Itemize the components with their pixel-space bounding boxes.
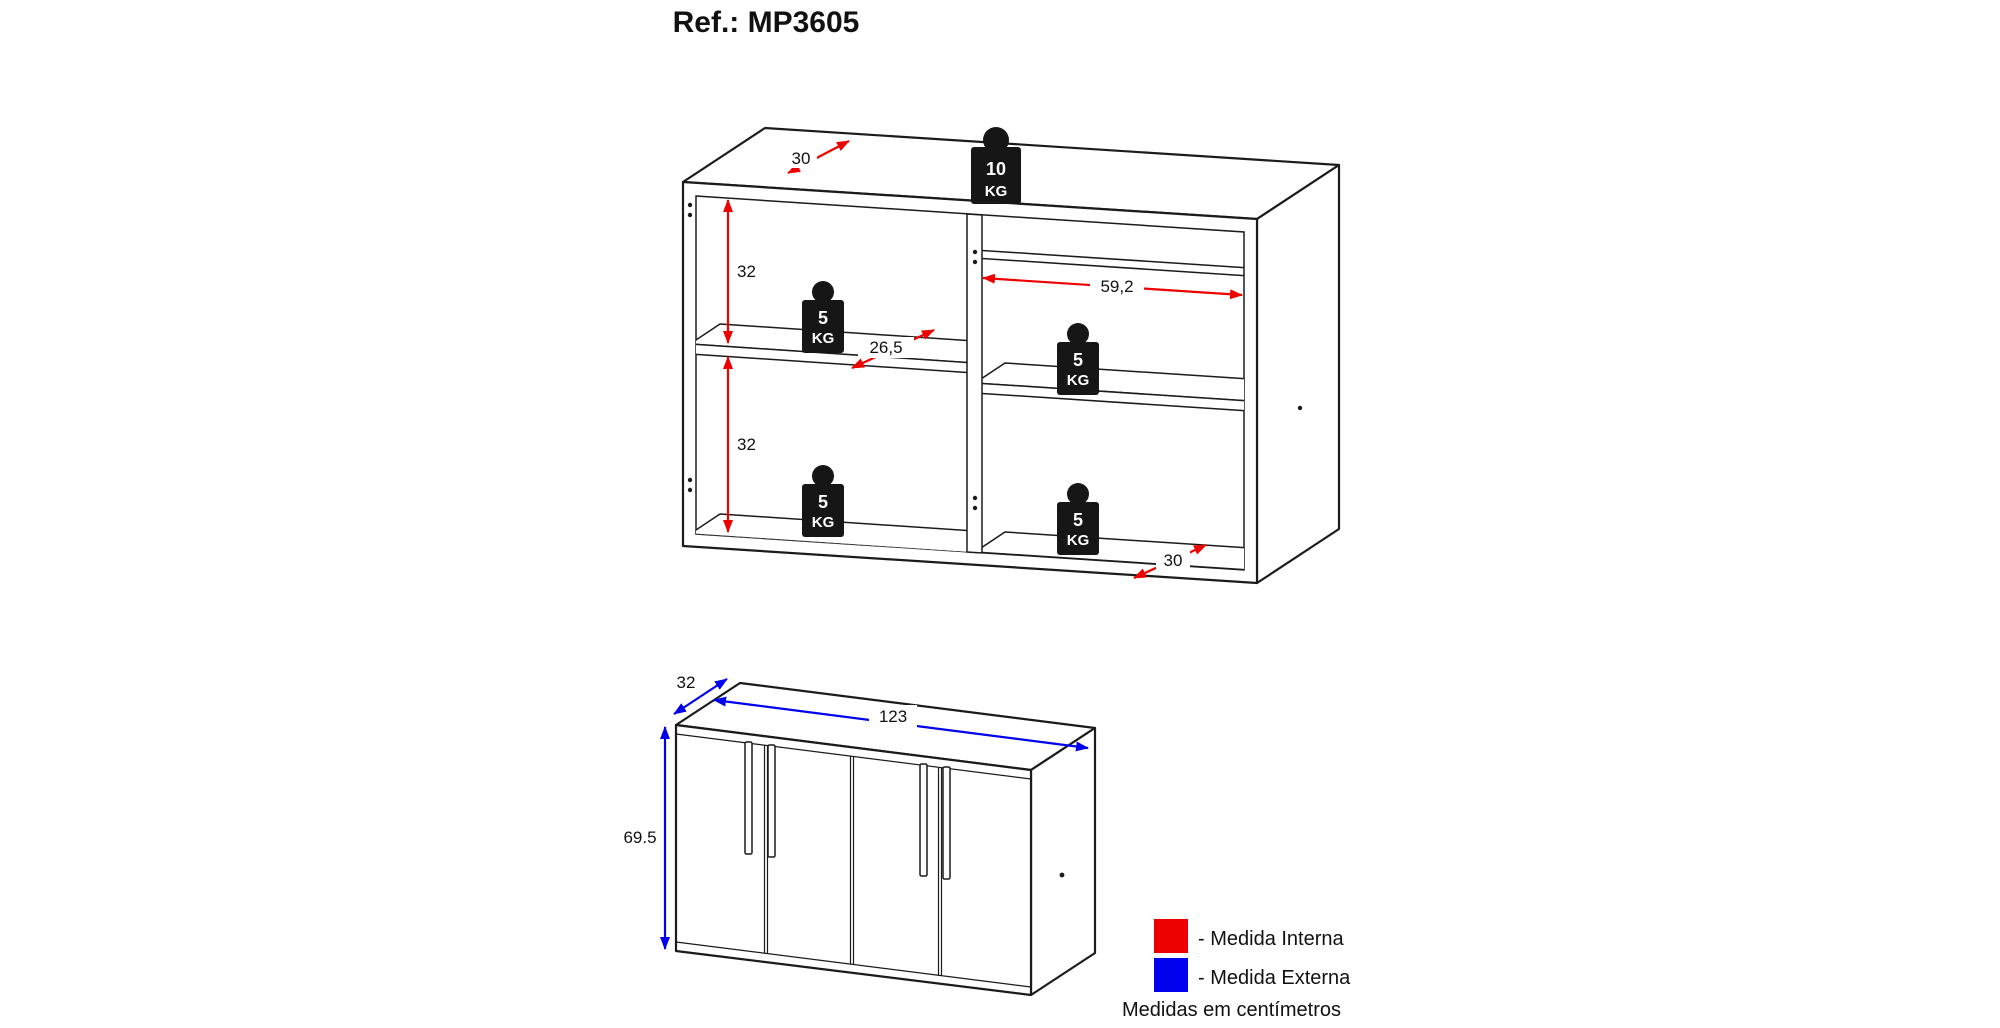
weight-body: [802, 484, 844, 537]
pin-hole-dot: [687, 212, 693, 218]
label-bg: [785, 149, 817, 168]
legend-internal-label: - Medida Interna: [1198, 928, 1345, 950]
dim-bottom-depth: 30: [1133, 544, 1207, 579]
back-edge-line: [982, 249, 1244, 269]
pin-hole-dot: [1297, 405, 1303, 411]
label-bg: [1090, 276, 1144, 297]
dim-lower-inner-height: 32: [723, 356, 756, 533]
external-color-swatch: [1154, 958, 1188, 992]
weight-value: 5: [818, 308, 828, 328]
weight-unit: KG: [812, 514, 835, 531]
label-bg: [1156, 551, 1190, 570]
label-bg: [858, 337, 914, 358]
door-handle: [919, 763, 928, 877]
dim-external-depth: 32: [673, 673, 728, 715]
weight-knob: [1067, 483, 1089, 505]
weight-body: [802, 300, 844, 353]
weight-5kg-left-bottom: 5 KG: [802, 465, 844, 537]
pin-hole-dot: [687, 477, 693, 483]
weight-unit: KG: [1067, 372, 1090, 389]
pin-hole-dot: [972, 495, 978, 501]
dim-label: 59,2: [1100, 277, 1133, 296]
label-bg: [869, 705, 917, 728]
weight-value: 10: [986, 159, 1006, 179]
weight-5kg-left-shelf: 5 KG: [802, 281, 844, 353]
door-handle: [744, 741, 753, 855]
weight-unit: KG: [1067, 532, 1090, 549]
right-side-face: [1255, 163, 1341, 585]
weight-5kg-right-bottom: 5 KG: [1057, 483, 1099, 555]
right-side-face: [1029, 726, 1097, 997]
weight-value: 5: [1073, 350, 1083, 370]
dim-upper-inner-height: 32: [723, 199, 756, 344]
dim-label: 32: [737, 262, 756, 281]
door-handle: [767, 744, 776, 858]
dim-label: 26,5: [869, 338, 902, 357]
dim-label: 32: [677, 673, 696, 692]
dimension-arrow: [673, 678, 728, 715]
legend-external-label: - Medida Externa: [1198, 967, 1351, 989]
back-edge-line: [982, 257, 1244, 277]
dim-label: 32: [737, 435, 756, 454]
dim-top-depth: 30: [785, 140, 850, 174]
pin-hole-dot: [972, 505, 978, 511]
shelf-unit-internal-view: 30 32 32 26,5 59,2 30 10: [681, 126, 1341, 585]
weight-body: [1057, 342, 1099, 395]
pin-hole-dot: [972, 249, 978, 255]
pin-hole-dot: [1059, 872, 1065, 878]
pin-hole-dot: [972, 259, 978, 265]
legend: - Medida Interna - Medida Externa Medida…: [1122, 919, 1351, 1021]
cabinet-front-view: 32 123 69.5: [623, 673, 1097, 997]
weight-knob: [983, 127, 1009, 153]
weight-value: 5: [818, 492, 828, 512]
page-title: Ref.: MP3605: [673, 6, 860, 39]
weight-knob: [812, 465, 834, 487]
weight-value: 5: [1073, 510, 1083, 530]
weight-knob: [1067, 323, 1089, 345]
weight-unit: KG: [812, 330, 835, 347]
weight-body: [971, 147, 1021, 204]
dim-label: 69.5: [623, 828, 656, 847]
dim-label: 30: [792, 149, 811, 168]
dim-label: 30: [1164, 551, 1183, 570]
weight-5kg-right-shelf: 5 KG: [1057, 323, 1099, 395]
dim-external-height: 69.5: [623, 726, 670, 950]
legend-units-note: Medidas em centímetros: [1122, 999, 1341, 1021]
dim-external-width: 123: [713, 696, 1089, 752]
weight-10kg-top: 10 KG: [971, 127, 1021, 204]
door-bottom-edge: [675, 941, 1032, 988]
center-divider: [966, 213, 983, 554]
shelf-pin-holes: [687, 202, 1303, 511]
pin-hole-dot: [687, 202, 693, 208]
right-shelf-front: [982, 382, 1244, 412]
weight-knob: [812, 281, 834, 303]
weight-unit: KG: [985, 183, 1008, 200]
internal-color-swatch: [1154, 919, 1188, 953]
weight-body: [1057, 502, 1099, 555]
dim-label: 123: [879, 707, 907, 726]
pin-hole-dot: [687, 487, 693, 493]
door-handle: [942, 766, 951, 880]
dim-shelf-depth: 26,5: [851, 329, 935, 369]
dim-inner-width: 59,2: [982, 273, 1243, 300]
